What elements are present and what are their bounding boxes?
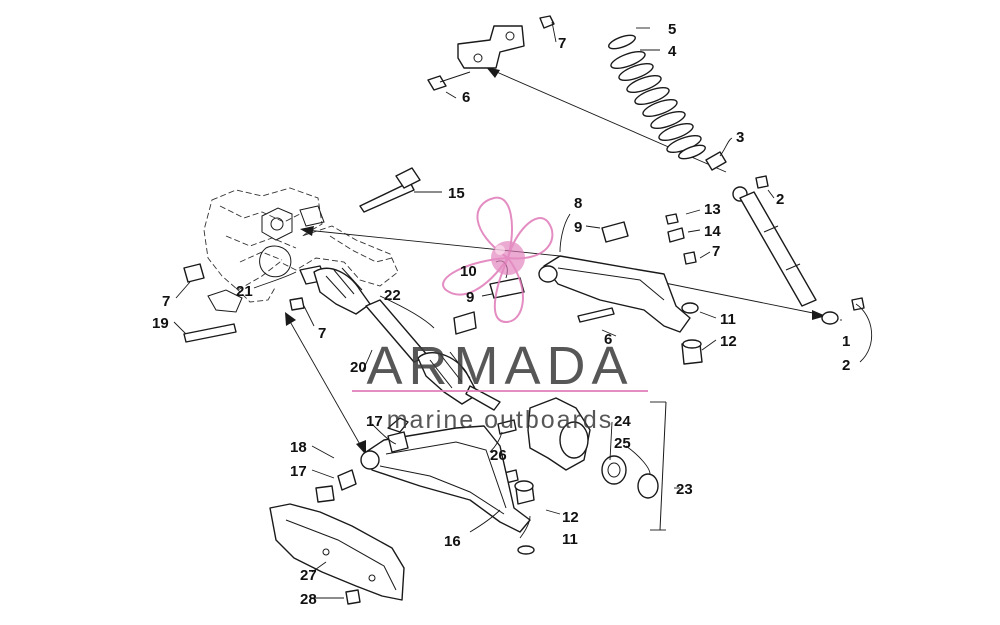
callout-17-lower: 17 [290, 463, 307, 480]
propeller-logo-icon [442, 196, 554, 324]
lower-a-arm [315, 417, 535, 555]
brand-name: ARMADA [366, 336, 633, 396]
spring-coils [610, 50, 706, 160]
callout-27: 27 [300, 567, 317, 584]
callout-19: 19 [152, 315, 169, 332]
leader-lines [173, 21, 873, 599]
callout-11-lower: 11 [562, 531, 578, 548]
callout-2-top: 2 [776, 191, 784, 208]
callout-6-arm: 6 [604, 331, 612, 348]
callout-17-upper: 17 [366, 413, 383, 430]
frame-outline [203, 187, 399, 313]
callout-13: 13 [704, 201, 721, 218]
callout-16: 16 [444, 533, 461, 550]
callout-6-top: 6 [462, 89, 470, 106]
callout-18: 18 [290, 439, 307, 456]
watermark: ARMADA marine outboards [352, 196, 648, 434]
callout-11-upper: 11 [720, 311, 736, 328]
brand-tagline: marine outboards [387, 406, 614, 434]
callouts: 5 4 7 6 3 2 15 8 9 13 14 7 10 9 7 21 22 … [152, 21, 850, 608]
callout-26: 26 [490, 447, 507, 464]
callout-24: 24 [614, 413, 631, 430]
callout-20: 20 [350, 359, 367, 376]
callout-2-bottom: 2 [842, 357, 850, 374]
callout-25: 25 [614, 435, 631, 452]
callout-4: 4 [668, 43, 677, 60]
callout-23: 23 [676, 481, 693, 498]
callout-8: 8 [574, 195, 582, 212]
callout-1: 1 [842, 333, 850, 350]
callout-14: 14 [704, 223, 721, 240]
callout-10: 10 [460, 263, 477, 280]
callout-12-lower: 12 [562, 509, 579, 526]
skid-plate [269, 503, 405, 605]
callout-9-lower: 9 [466, 289, 474, 306]
callout-21: 21 [236, 283, 253, 300]
callout-7-top: 7 [558, 35, 566, 52]
callout-28: 28 [300, 591, 317, 608]
callout-15: 15 [448, 185, 465, 202]
callout-7-left: 7 [162, 293, 170, 310]
callout-3: 3 [736, 129, 744, 146]
callout-9-upper: 9 [574, 219, 582, 236]
callout-5: 5 [668, 21, 676, 38]
callout-7-axle: 7 [318, 325, 326, 342]
upper-bracket [427, 15, 555, 91]
shock-absorber [608, 34, 865, 325]
callout-22: 22 [384, 287, 401, 304]
callout-12-upper: 12 [720, 333, 737, 350]
callout-7-arm: 7 [712, 243, 720, 260]
